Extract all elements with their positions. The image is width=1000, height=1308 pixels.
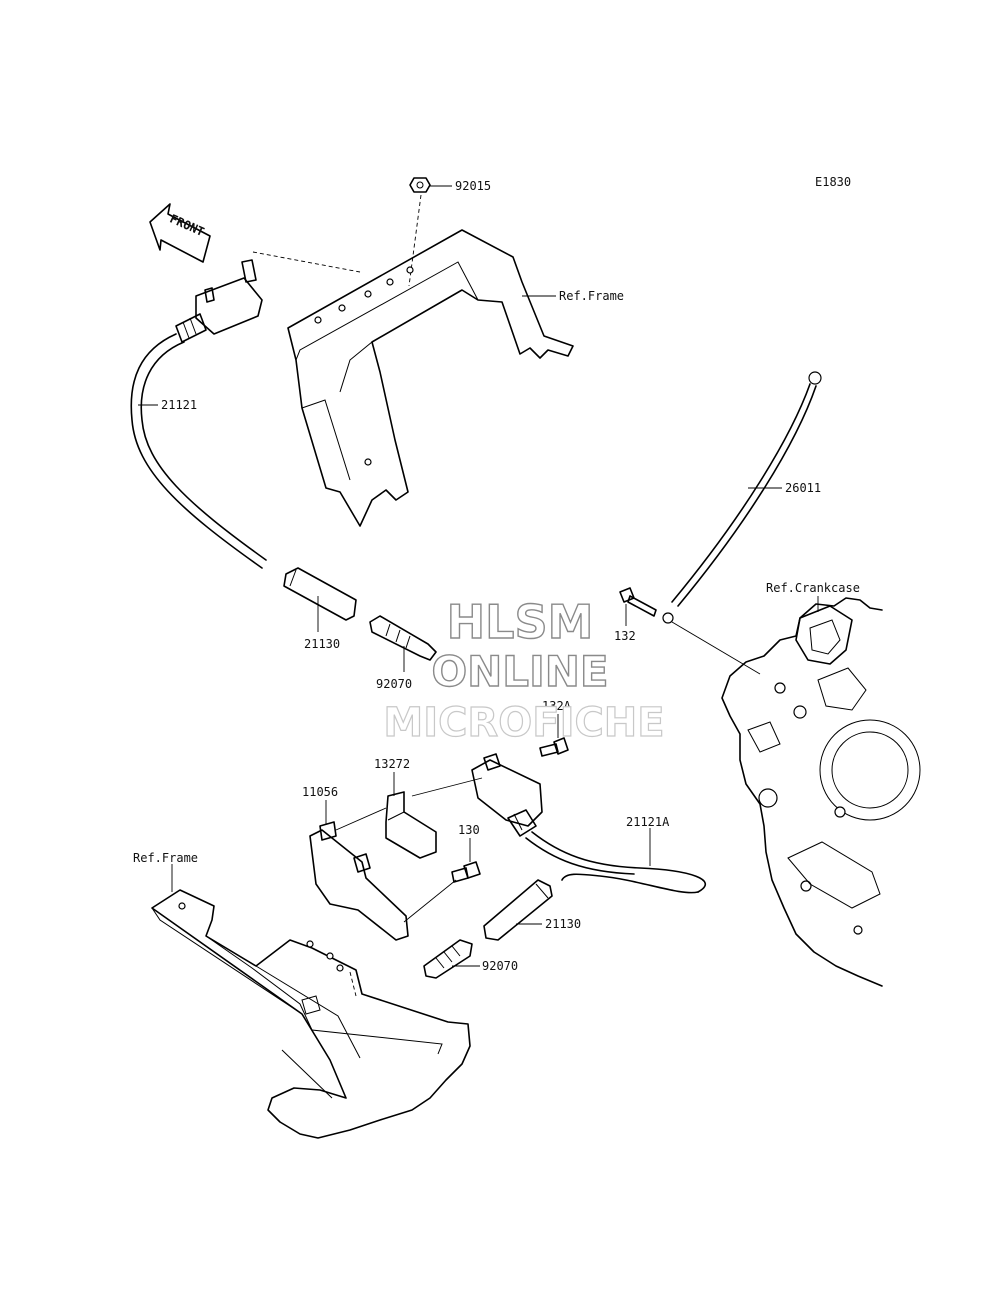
label-132: 132 bbox=[614, 629, 636, 643]
label-92015: 92015 bbox=[455, 179, 491, 193]
label-26011: 26011 bbox=[785, 481, 821, 495]
label-21130-front: 21130 bbox=[304, 637, 340, 651]
figure-code: E1830 bbox=[815, 175, 851, 189]
nut-92015 bbox=[408, 177, 452, 287]
watermark: HLSM ONLINE MICROFICHE bbox=[383, 594, 665, 746]
rear-ht-cable bbox=[525, 828, 706, 894]
rear-plug-cap bbox=[483, 879, 553, 941]
label-ref-crankcase: Ref.Crankcase bbox=[766, 581, 860, 595]
watermark-line-2: ONLINE bbox=[431, 647, 608, 696]
label-130: 130 bbox=[458, 823, 480, 837]
upper-frame bbox=[287, 229, 574, 527]
label-ref-frame-top: Ref.Frame bbox=[559, 289, 624, 303]
front-plug-cap bbox=[283, 567, 357, 632]
ground-lead bbox=[662, 371, 822, 675]
bolt-132a bbox=[539, 714, 569, 757]
crankcase bbox=[721, 596, 921, 987]
label-21121a: 21121A bbox=[626, 815, 670, 829]
front-arrow-icon: FRONT bbox=[149, 203, 211, 263]
label-21121: 21121 bbox=[161, 398, 197, 412]
lower-frame bbox=[151, 864, 471, 1139]
front-label: FRONT bbox=[168, 212, 207, 239]
watermark-line-3: MICROFICHE bbox=[383, 700, 664, 746]
label-132a: 132A bbox=[542, 699, 572, 713]
bracket-11056 bbox=[309, 800, 409, 941]
watermark-line-1: HLSM bbox=[447, 595, 594, 649]
label-92070-rear: 92070 bbox=[482, 959, 518, 973]
label-21130-rear: 21130 bbox=[545, 917, 581, 931]
label-13272: 13272 bbox=[374, 757, 410, 771]
label-11056: 11056 bbox=[302, 785, 338, 799]
bolt-132 bbox=[619, 587, 657, 626]
rear-ignition-coil bbox=[411, 753, 543, 837]
rear-spark-plug bbox=[423, 939, 480, 979]
front-ignition-coil bbox=[175, 251, 361, 343]
bolt-130 bbox=[403, 838, 481, 923]
front-spark-plug bbox=[369, 615, 437, 672]
label-ref-frame-bottom: Ref.Frame bbox=[133, 851, 198, 865]
front-ht-cable bbox=[130, 333, 267, 569]
bracket-13272 bbox=[385, 772, 437, 859]
label-92070-front: 92070 bbox=[376, 677, 412, 691]
